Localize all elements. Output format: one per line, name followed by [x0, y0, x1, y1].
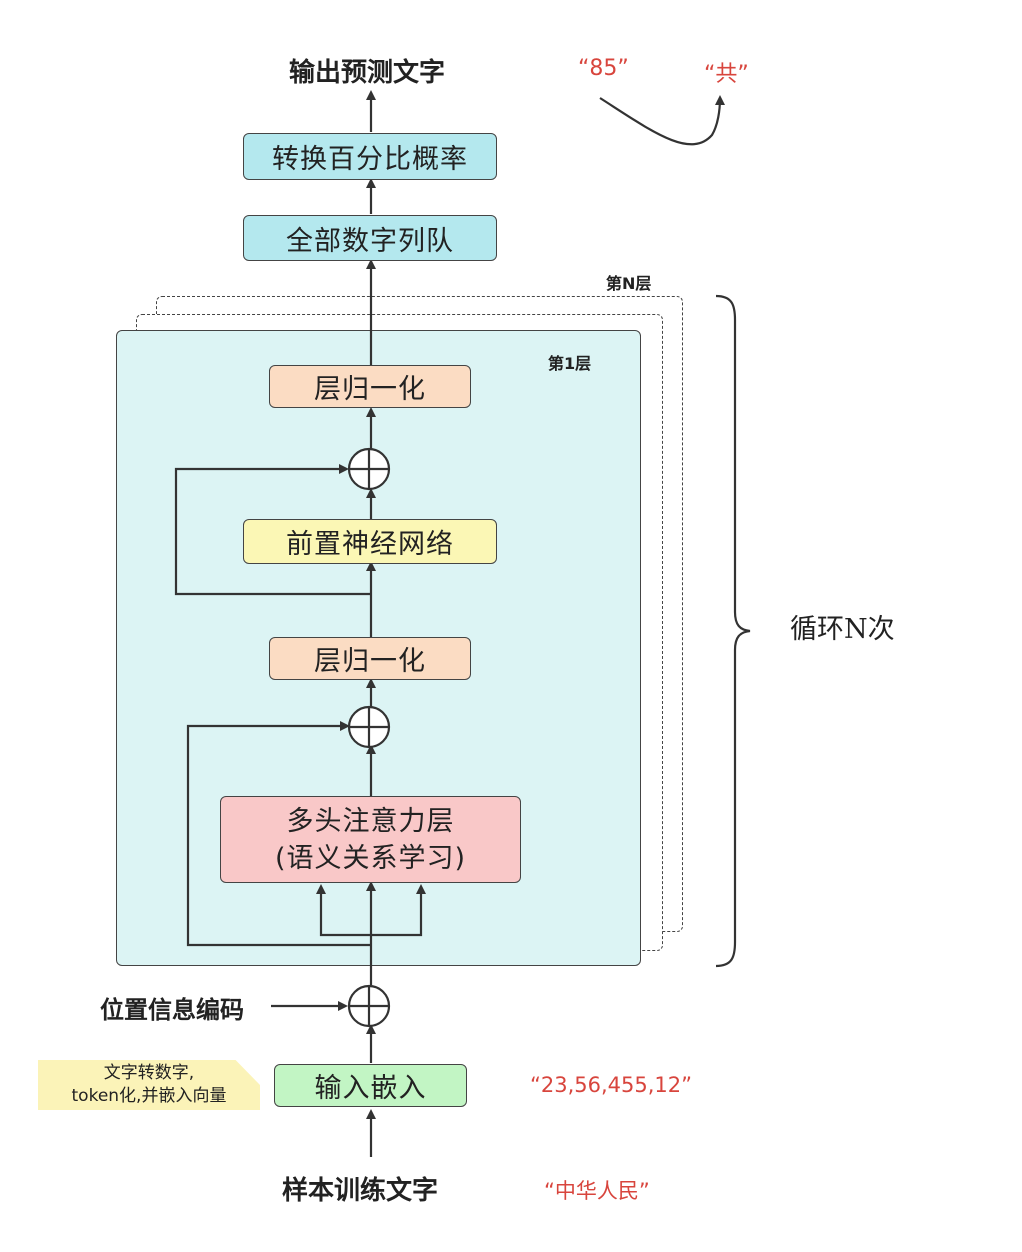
probability-box: 转换百分比概率	[243, 133, 497, 180]
output-number-example: “85”	[578, 56, 629, 81]
layer-norm-top-box: 层归一化	[269, 365, 471, 408]
embedding-note-line2: token化,并嵌入向量	[71, 1086, 227, 1106]
layer-n-label: 第N层	[606, 274, 652, 293]
residual-attention	[186, 721, 371, 947]
training-text-label: 样本训练文字	[282, 1176, 439, 1206]
output-prediction-title: 输出预测文字	[289, 58, 446, 88]
position-encoding-label: 位置信息编码	[100, 996, 244, 1024]
embedding-numbers-example: “23,56,455,12”	[530, 1073, 693, 1097]
arrow-split-left	[316, 884, 371, 937]
residual-ffn	[174, 464, 371, 596]
add-circle-middle	[347, 705, 391, 749]
attention-title: 多头注意力层	[286, 805, 455, 837]
layer-norm-bottom-box: 层归一化	[269, 637, 471, 680]
embedding-note: 文字转数字, token化,并嵌入向量	[38, 1060, 260, 1110]
loop-label: 循环N次	[790, 614, 895, 645]
output-char-example: “共”	[704, 62, 749, 87]
layer-1-label: 第1层	[548, 354, 592, 373]
feed-forward-box: 前置神经网络	[243, 519, 497, 564]
input-embedding-box: 输入嵌入	[274, 1064, 467, 1107]
loop-brace	[715, 294, 751, 968]
add-circle-position	[347, 984, 391, 1028]
embedding-note-line1: 文字转数字,	[103, 1063, 195, 1083]
add-circle-top	[347, 447, 391, 491]
sequence-box: 全部数字列队	[243, 215, 497, 261]
input-chars-example: “中华人民”	[544, 1179, 650, 1203]
arrow-split-right	[371, 884, 426, 937]
multi-head-attention-box: 多头注意力层 (语义关系学习)	[220, 796, 521, 883]
attention-subtitle: (语义关系学习)	[274, 842, 467, 874]
curved-arrow-85-to-char	[599, 95, 725, 146]
